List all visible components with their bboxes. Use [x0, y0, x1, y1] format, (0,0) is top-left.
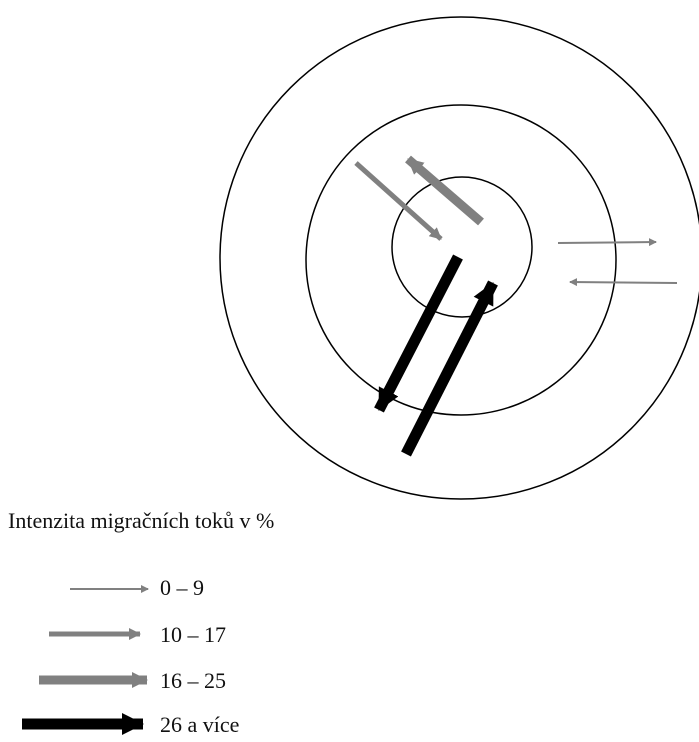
flow-arrow-outward-thick — [405, 155, 484, 226]
flow-arrow-down-black — [374, 254, 463, 413]
rings — [219, 16, 699, 500]
middle-ring — [305, 104, 617, 416]
legend-label-10-17: 10 – 17 — [160, 622, 226, 647]
legend-label-0-9: 0 – 9 — [160, 575, 204, 600]
legend-symbols — [22, 585, 149, 735]
flow-arrow-left-thin — [569, 278, 678, 287]
flow-arrow-inward-medium — [354, 161, 443, 241]
inner-ring — [391, 176, 533, 318]
legend-title: Intenzita migračních toků v % — [8, 508, 275, 533]
flow-arrow-right-thin — [557, 238, 657, 247]
flow-arrows — [354, 155, 678, 457]
flow-arrow-up-black — [401, 280, 498, 457]
legend-label-26-plus: 26 a více — [160, 712, 240, 737]
legend-label-16-25: 16 – 25 — [160, 668, 226, 693]
outer-ring — [219, 16, 699, 500]
